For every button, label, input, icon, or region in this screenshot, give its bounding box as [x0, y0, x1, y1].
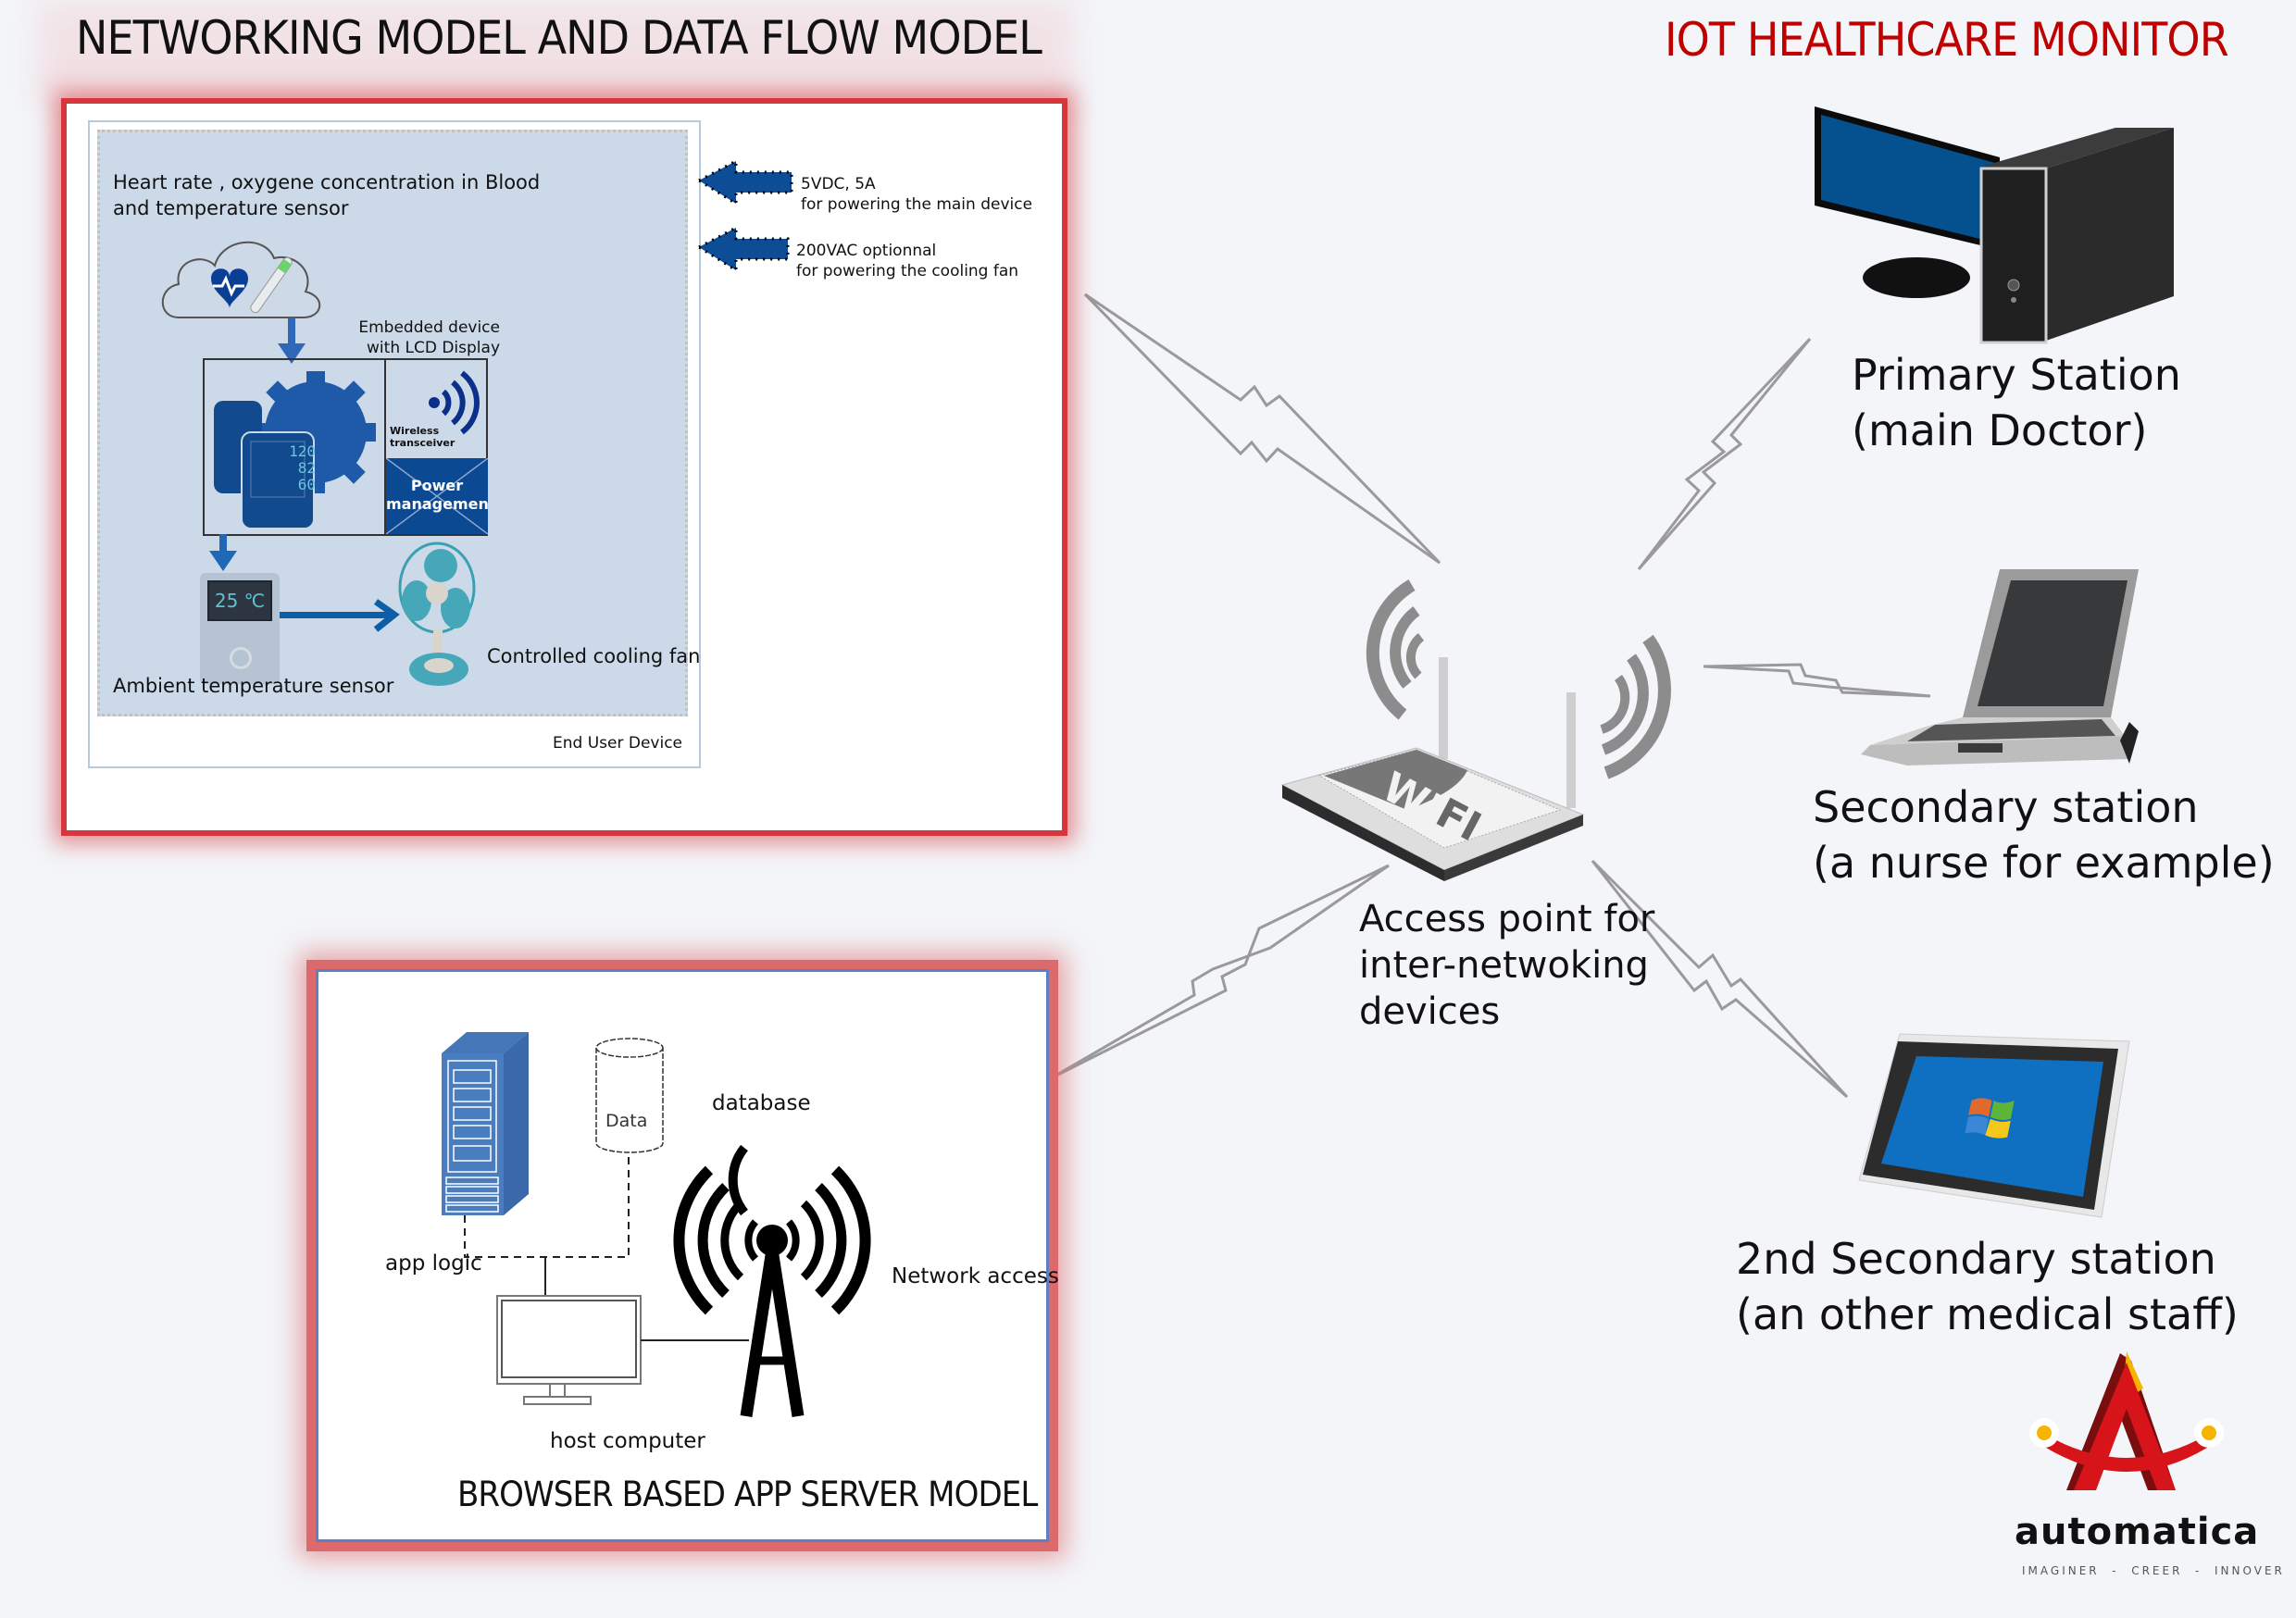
lcd-readout: 120 82 60	[271, 443, 316, 493]
power-management-box: Power management	[384, 458, 488, 534]
device-diagram-area: Heart rate , oxygene concentration in Bl…	[97, 130, 700, 716]
page-title-left: NETWORKING MODEL AND DATA FLOW MODEL	[76, 11, 1042, 65]
arrow-right-icon	[280, 599, 400, 632]
primary-station-name: Primary Station	[1852, 350, 2181, 400]
access-point-label-line3: devices	[1359, 990, 1501, 1033]
brand-name: automatica	[2015, 1511, 2260, 1553]
tablet-icon	[1858, 1033, 2130, 1218]
wireless-link-primary-station	[1637, 337, 1812, 570]
server-icon	[442, 1032, 529, 1215]
radio-tower-icon	[673, 1144, 871, 1417]
embedded-device-box: 120 82 60 Wireless transceiver	[203, 358, 488, 536]
access-point-label-line1: Access point for	[1359, 898, 1655, 940]
fan-label: Controlled cooling fan	[487, 645, 701, 667]
app-logic-label: app logic	[385, 1251, 482, 1276]
thermometer-icon	[250, 256, 293, 314]
power-input-2-line2: for powering the cooling fan	[796, 262, 1019, 280]
arrow-down-icon	[278, 317, 306, 364]
embedded-label-line1: Embedded device	[358, 318, 500, 337]
signal-wave-left	[1366, 579, 1416, 720]
tertiary-station-role: (an other medical staff)	[1736, 1289, 2239, 1339]
server-model-title: BROWSER BASED APP SERVER MODEL	[457, 1475, 1038, 1514]
wifi-router-icon: WI FI	[1280, 579, 1671, 881]
database-icon	[595, 1038, 664, 1153]
signal-wave-right	[1603, 634, 1671, 779]
primary-station-role: (main Doctor)	[1852, 405, 2148, 455]
database-label: database	[712, 1091, 811, 1115]
wireless-label-line1: Wireless	[390, 425, 440, 437]
blood-pressure-monitor-icon	[214, 371, 376, 529]
power-input-1-line2: for powering the main device	[801, 195, 1033, 214]
wireless-transceiver-box: Wireless transceiver	[384, 360, 486, 458]
title-glow	[37, 0, 1074, 102]
database-text: Data	[605, 1111, 648, 1131]
windows-logo-icon	[1965, 1098, 2015, 1139]
cooling-fan-icon	[398, 541, 476, 686]
embedded-label-line2: with LCD Display	[367, 339, 500, 357]
power-label-line1: Power	[410, 477, 464, 494]
host-computer-icon	[496, 1295, 642, 1405]
host-computer-label: host computer	[550, 1429, 705, 1453]
wireless-link-tablet	[1591, 859, 1849, 1099]
server-diagram	[442, 1032, 871, 1417]
primary-station-label: Primary Station (main Doctor)	[1852, 347, 2181, 458]
lcd-diastolic: 82	[297, 459, 316, 477]
page-title-right: IOT HEALTHCARE MONITOR	[1665, 13, 2229, 67]
lcd-pulse: 60	[297, 476, 316, 493]
wireless-link-server-panel	[1050, 864, 1390, 1080]
power-input-arrow-icon	[695, 225, 790, 273]
arrow-down-icon	[209, 534, 237, 571]
power-label-line2: management	[386, 495, 488, 513]
secondary-station-label: Secondary station (a nurse for example)	[1813, 779, 2275, 890]
sensor-label-line1: Heart rate , oxygene concentration in Bl…	[113, 171, 541, 193]
tertiary-station-label: 2nd Secondary station (an other medical …	[1736, 1231, 2239, 1342]
brand-tagline: IMAGINER - CREER - INNOVER	[2022, 1564, 2285, 1577]
wireless-signal-icon	[429, 370, 480, 435]
wireless-label-line2: transceiver	[390, 437, 455, 449]
access-point-label: Access point for inter-netwoking devices	[1359, 896, 1654, 1035]
ambient-label: Ambient temperature sensor	[113, 675, 394, 697]
ambient-display: 25 ℃	[207, 580, 272, 621]
ambient-sensor-device: 25 ℃	[200, 573, 280, 684]
desktop-computer-icon	[1815, 106, 2174, 344]
secondary-station-name: Secondary station	[1813, 782, 2199, 832]
wireless-link-top-panel	[1083, 292, 1441, 565]
sensor-label-line2: and temperature sensor	[113, 197, 349, 219]
end-user-device-frame: Heart rate , oxygene concentration in Bl…	[88, 120, 701, 768]
power-input-arrow-icon	[695, 158, 793, 206]
tertiary-station-name: 2nd Secondary station	[1736, 1234, 2216, 1284]
secondary-station-role: (a nurse for example)	[1813, 838, 2275, 888]
wireless-link-laptop	[1703, 663, 1931, 698]
laptop-icon	[1861, 569, 2139, 765]
access-point-label-line2: inter-netwoking	[1359, 944, 1649, 987]
automatica-logo-icon	[2029, 1351, 2224, 1490]
dashed-connector	[464, 1153, 630, 1258]
end-user-device-label: End User Device	[553, 734, 683, 753]
network-access-label: Network access	[892, 1264, 1059, 1288]
app-server-panel: Data database app logic Network access h…	[316, 969, 1059, 1542]
power-input-2-line1: 200VAC optionnal	[796, 242, 937, 260]
lcd-systolic: 120	[289, 442, 316, 460]
cloud-sensor-icon	[161, 241, 321, 318]
end-user-device-panel: Heart rate , oxygene concentration in Bl…	[67, 104, 1062, 830]
sensor-button-icon	[230, 647, 252, 669]
power-input-1-line1: 5VDC, 5A	[801, 175, 876, 193]
